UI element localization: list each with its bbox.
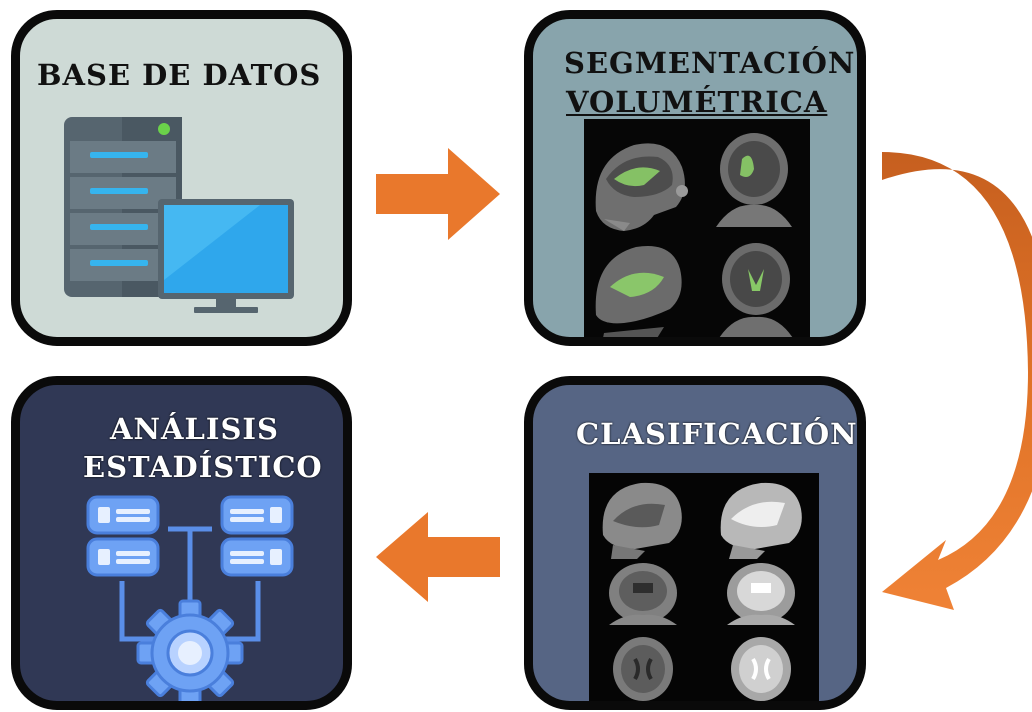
curved-arrow-down-icon — [882, 152, 1032, 610]
server-computer-icon — [64, 117, 294, 313]
database-step-card: BASE DE DATOS — [11, 10, 352, 346]
analysis-step-title-line1: ANÁLISIS — [110, 412, 279, 446]
database-step-title: BASE DE DATOS — [37, 58, 322, 92]
arrow-left-icon — [376, 512, 500, 602]
classification-step-title: CLASIFICACIÓN — [576, 417, 858, 451]
analysis-step-title-line2: ESTADÍSTICO — [83, 450, 323, 484]
analysis-step-card: ANÁLISIS ESTADÍSTICO — [11, 376, 352, 710]
data-processing-gear-icon — [86, 495, 294, 701]
segmented-mri-scans — [584, 119, 810, 337]
classified-mri-scans — [589, 473, 819, 701]
classification-step-card: CLASIFICACIÓN — [524, 376, 866, 710]
segmentation-step-card: SEGMENTACIÓN VOLUMÉTRICA — [524, 10, 866, 346]
segmentation-step-title-line2: VOLUMÉTRICA — [566, 85, 828, 119]
arrow-right-icon — [376, 148, 500, 240]
segmentation-step-title-line1: SEGMENTACIÓN — [564, 46, 856, 80]
